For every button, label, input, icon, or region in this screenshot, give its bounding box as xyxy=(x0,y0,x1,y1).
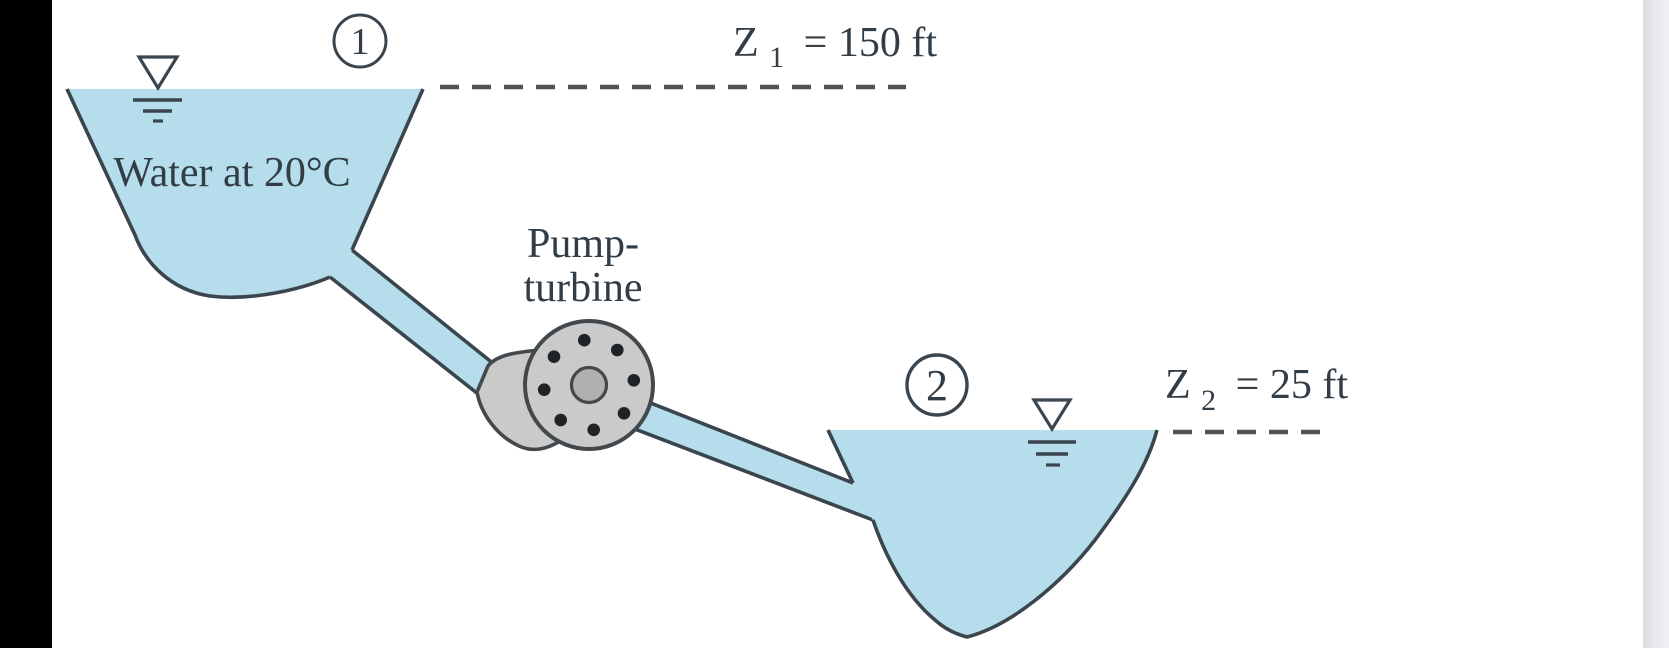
bolt-dot xyxy=(537,383,551,397)
elevation-value: = 150 ft xyxy=(804,20,938,66)
pipe-lower-fill xyxy=(593,385,873,520)
point-circle-icon xyxy=(332,13,388,69)
surface-triangle-icon xyxy=(136,55,180,92)
water-surface-icon-lower xyxy=(1028,398,1076,467)
reservoir-upper-left-wall xyxy=(65,88,331,300)
elevation-value: = 25 ft xyxy=(1236,362,1349,408)
point-number: 2 xyxy=(926,361,948,410)
pipe-upper-top-edge xyxy=(350,248,512,379)
bolt-dot xyxy=(627,374,641,387)
pump-label-line1: Pump- xyxy=(527,221,639,267)
point-marker-1: 1 xyxy=(332,13,388,69)
pump-hub xyxy=(569,365,609,405)
bolt-dot xyxy=(611,343,624,357)
surface-triangle-icon xyxy=(1031,398,1073,433)
bolt-dot xyxy=(587,423,600,437)
point-marker-2: 2 xyxy=(905,353,969,417)
pump-bolts xyxy=(537,333,641,437)
reservoir-upper-right-wall xyxy=(350,88,425,251)
pipe-upper-fill xyxy=(330,250,510,405)
elevation-symbol: Z xyxy=(733,20,759,66)
elevation-label-upper: Z 1 = 150 ft xyxy=(733,20,937,77)
elevation-label-lower: Z 2 = 25 ft xyxy=(1165,362,1348,420)
water-temperature-label: Water at 20°C xyxy=(113,150,350,196)
pipe-upper xyxy=(328,248,512,407)
pipe-upper-bottom-edge xyxy=(328,275,494,407)
bolt-dot xyxy=(578,333,591,347)
reservoir-lower xyxy=(826,429,1159,639)
elevation-subscript: 1 xyxy=(769,41,784,74)
point-circle-icon xyxy=(905,353,969,417)
right-gray-bar xyxy=(1643,0,1669,648)
bolt-dot xyxy=(554,413,567,427)
elevation-symbol: Z xyxy=(1165,362,1191,408)
reservoir-lower-left-wall xyxy=(826,429,855,484)
left-black-bar xyxy=(0,0,52,648)
pump-label-line2: turbine xyxy=(524,265,643,311)
reservoir-upper xyxy=(65,88,425,300)
reservoir-upper-water xyxy=(67,89,423,298)
reservoir-lower-water xyxy=(828,430,1157,637)
point-number: 1 xyxy=(351,21,370,63)
bolt-dot xyxy=(617,407,631,420)
bolt-dot xyxy=(547,350,561,364)
pump-turbine xyxy=(475,319,655,452)
reservoir-lower-bowl xyxy=(871,429,1159,639)
pipe-lower-bottom-edge xyxy=(592,411,874,522)
elevation-subscript: 2 xyxy=(1201,384,1216,417)
water-surface-icon-upper xyxy=(133,55,182,123)
